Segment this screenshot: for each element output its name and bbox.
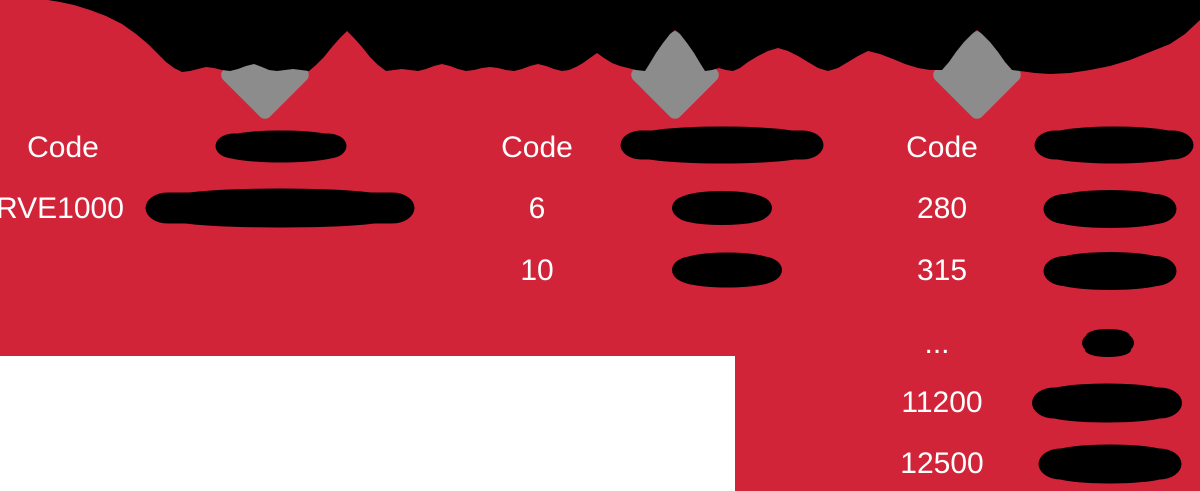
column-middle-row-0-value-redaction — [672, 191, 772, 225]
column-left-row-0-value-redaction — [145, 188, 415, 228]
column-left-code-header: Code — [27, 131, 99, 164]
column-middle-row-0-code: 6 — [528, 192, 546, 225]
red-panel-left — [0, 0, 735, 356]
column-right-value-header-redaction — [1034, 126, 1194, 164]
column-middle-code-header: Code — [501, 131, 573, 164]
column-right-row-0-code: 280 — [916, 192, 968, 225]
column-right-row-0-value-redaction — [1043, 189, 1177, 229]
column-right-row-1-code: 315 — [916, 254, 968, 287]
column-middle-row-1-code: 10 — [520, 254, 554, 287]
column-right-row-4-code: 12500 — [900, 447, 984, 480]
column-right-row-3-value-redaction — [1032, 383, 1182, 423]
column-right-row-2-value-redaction — [1082, 328, 1134, 358]
column-right-row-2-code: ... — [924, 327, 950, 360]
column-right-row-3-code: 11200 — [901, 386, 983, 419]
column-left-row-0-code: RVE1000 — [0, 192, 124, 225]
column-left-value-header-redaction — [215, 130, 347, 162]
column-right-row-4-value-redaction — [1038, 444, 1182, 484]
column-middle-row-1-value-redaction — [672, 252, 782, 288]
column-right-code-header: Code — [906, 131, 978, 164]
column-middle-value-header-redaction — [620, 126, 824, 164]
column-right-row-1-value-redaction — [1043, 251, 1177, 291]
